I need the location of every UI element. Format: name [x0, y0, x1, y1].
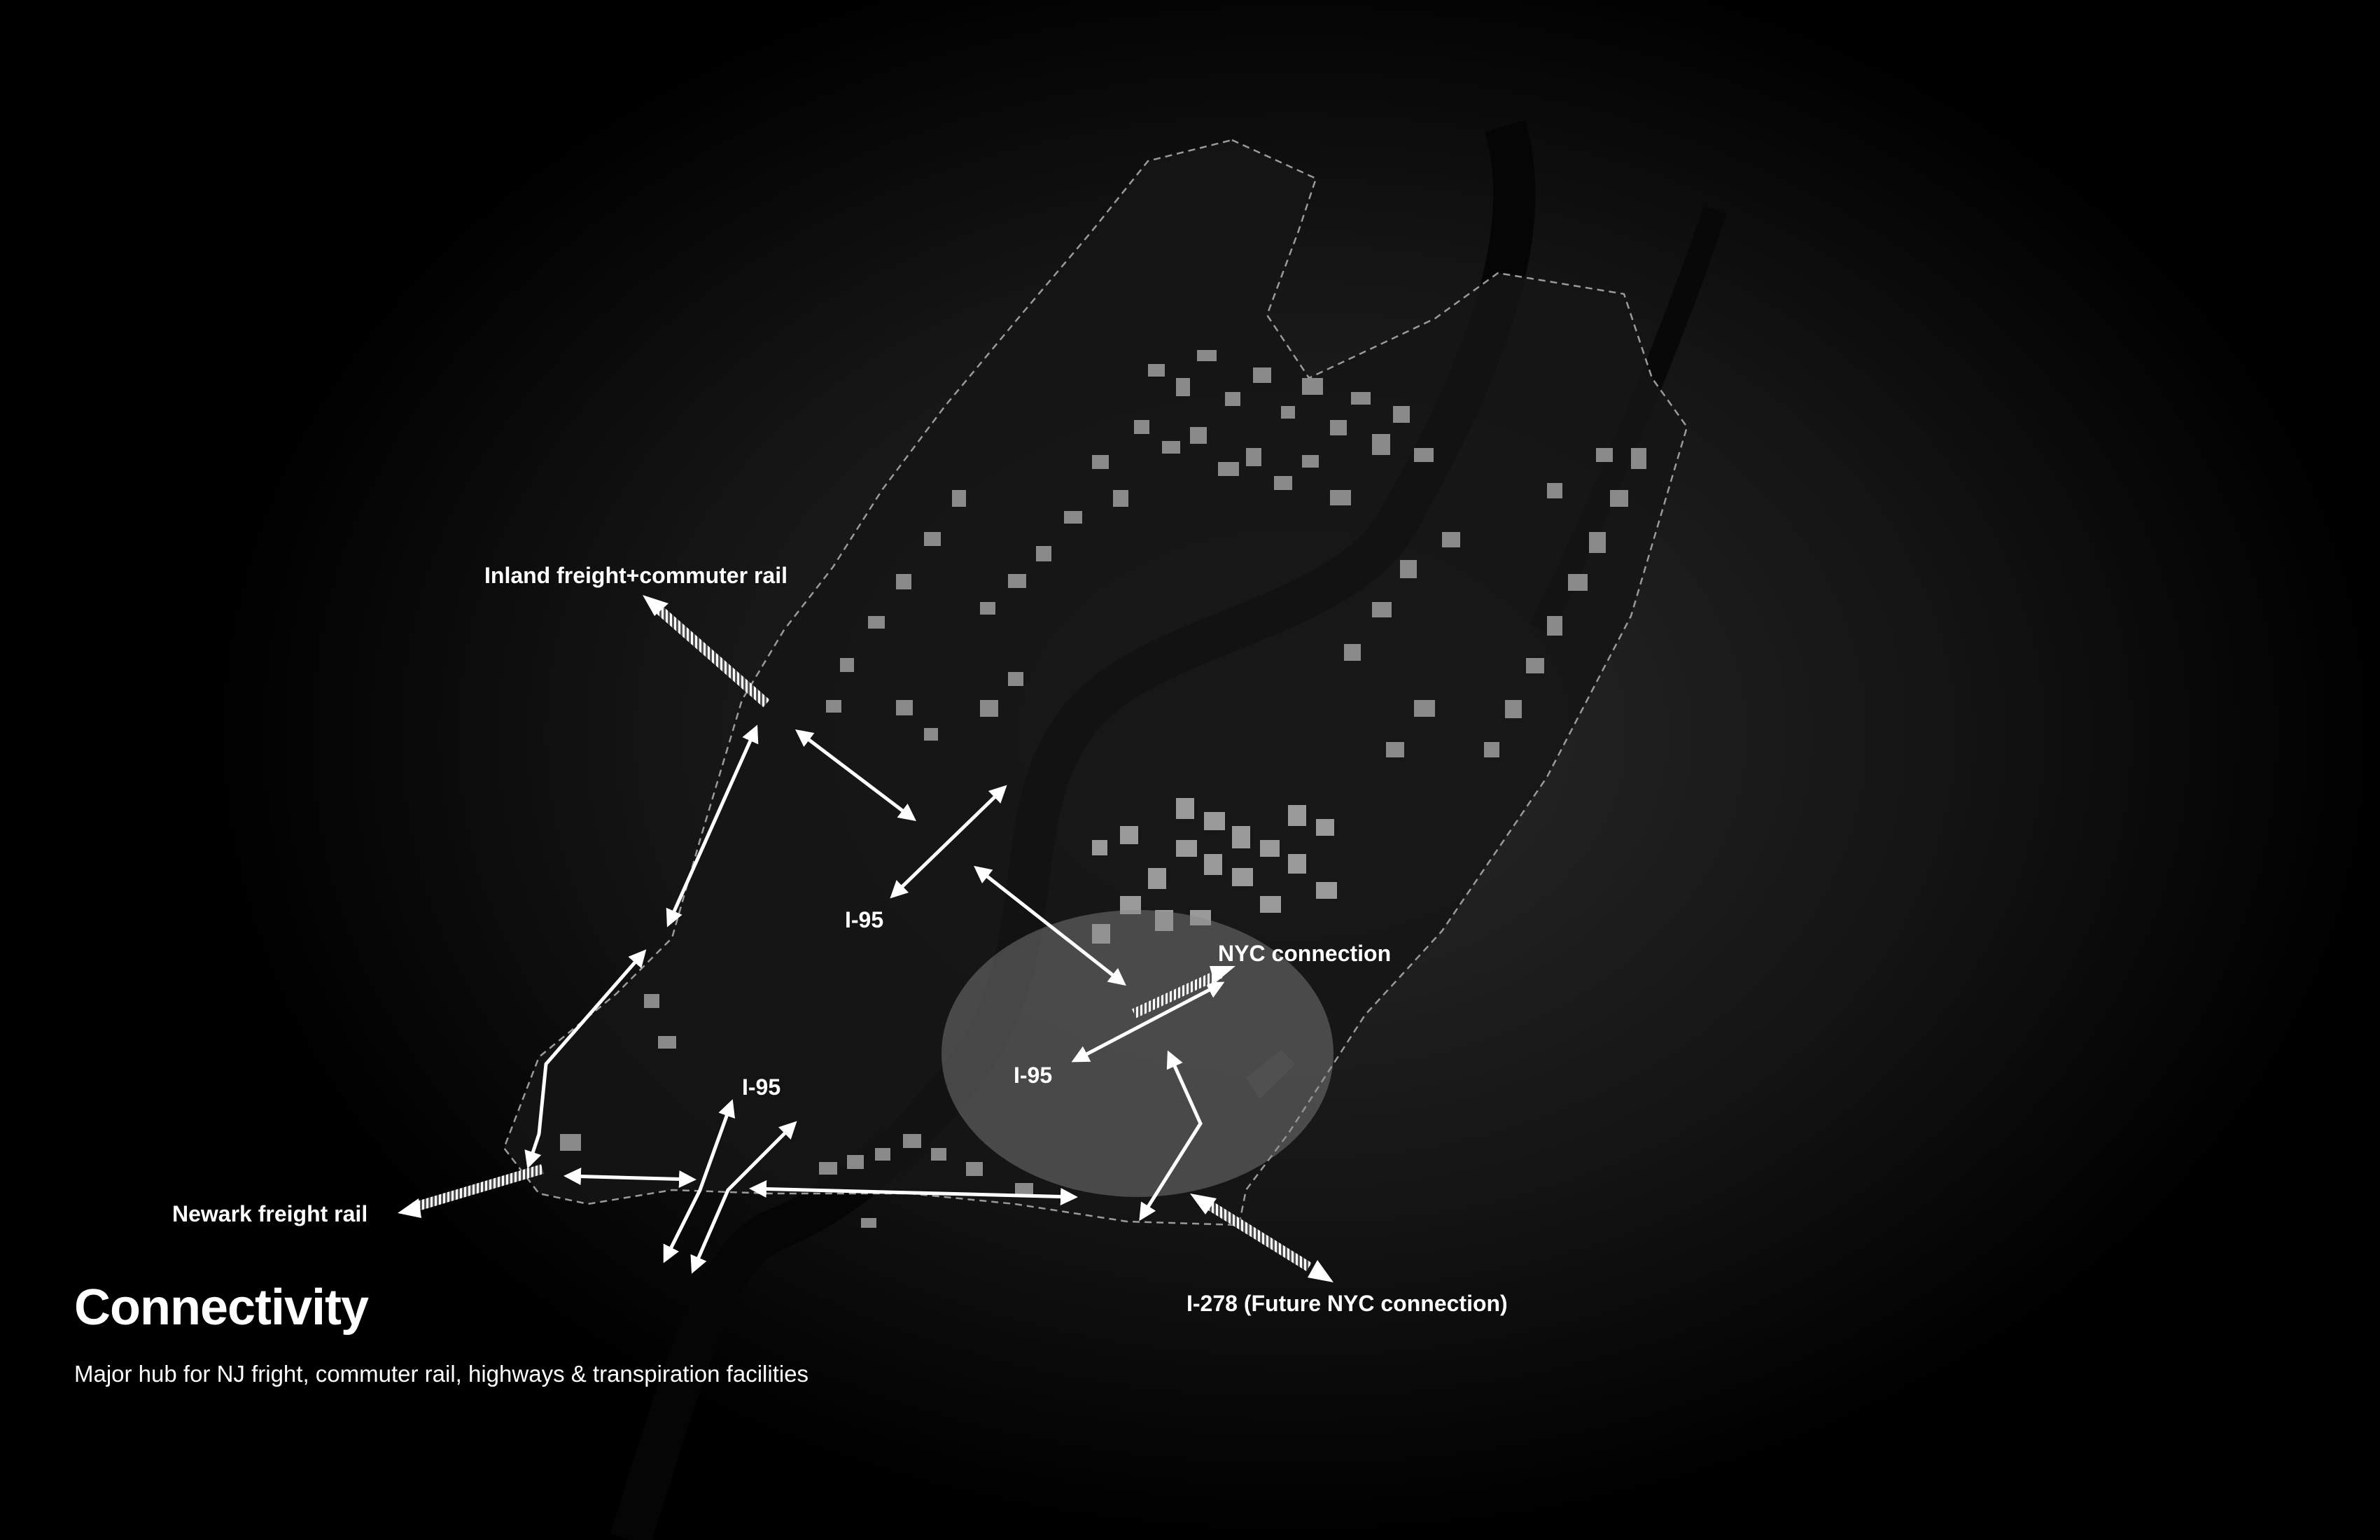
label-newark-rail: Newark freight rail [172, 1201, 368, 1226]
i278-rail-arrowhead-start [1190, 1194, 1217, 1214]
label-i95-south: I-95 [742, 1074, 781, 1100]
label-i278: I-278 (Future NYC connection) [1186, 1291, 1508, 1316]
rail-arrows [398, 595, 1334, 1282]
inland-rail-arrowhead [643, 595, 668, 616]
nyc-rail-arrowhead [1210, 966, 1236, 983]
label-nyc-connection: NYC connection [1218, 941, 1392, 966]
i95-center-arrow [1071, 981, 1225, 1063]
building-cluster-north [826, 350, 1434, 741]
newark-rail-arrow [412, 1164, 544, 1212]
i278-road-arrow [1139, 1050, 1203, 1222]
road-arrow-4 [524, 949, 647, 1169]
newark-rail-arrowhead [398, 1198, 421, 1218]
page-subtitle: Major hub for NJ fright, commuter rail, … [74, 1361, 809, 1387]
road-arrow-3 [974, 865, 1126, 986]
road-arrow-6 [749, 1180, 1078, 1205]
i278-rail-arrow [1205, 1200, 1312, 1271]
i278-rail-arrowhead-end [1308, 1260, 1334, 1282]
i95-north-arrow [890, 785, 1007, 899]
inland-rail-arrow [651, 601, 770, 708]
page-title: Connectivity [74, 1280, 369, 1336]
i95-south-arrow-b [690, 1121, 797, 1274]
highway-arrows [524, 724, 1225, 1274]
label-inland-rail: Inland freight+commuter rail [484, 563, 788, 588]
label-i95-center: I-95 [1014, 1063, 1053, 1088]
building-cluster-east [1344, 448, 1646, 757]
label-i95-north: I-95 [845, 907, 884, 932]
nyc-rail-arrow [1132, 968, 1224, 1018]
road-arrow-1 [666, 724, 759, 927]
